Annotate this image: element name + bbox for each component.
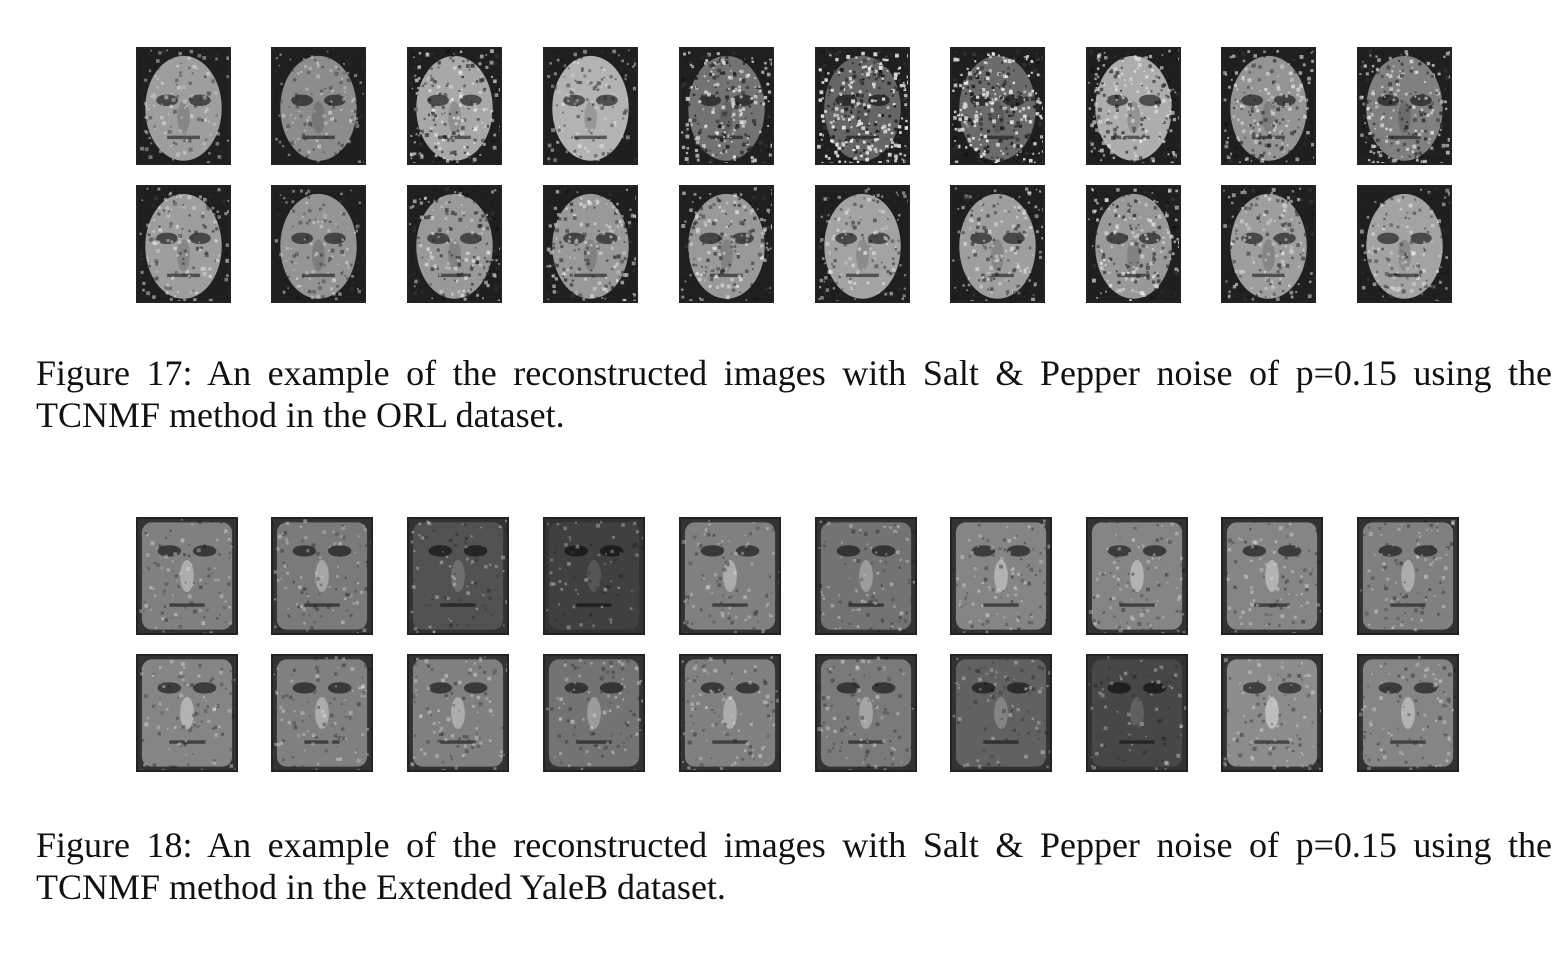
orl-face-2	[273, 49, 364, 163]
face-thumbnail	[271, 517, 373, 635]
yale-face-8	[1088, 519, 1186, 633]
orl-face-17	[952, 187, 1043, 301]
face-thumbnail	[543, 185, 638, 303]
face-grid-row-1	[0, 47, 1568, 167]
face-thumbnail	[679, 185, 774, 303]
face-thumbnail	[136, 185, 231, 303]
orl-face-18	[1088, 187, 1179, 301]
orl-face-20	[1359, 187, 1450, 301]
caption-line-1: Figure 17: An example of the reconstruct…	[36, 353, 1552, 393]
face-thumbnail	[1357, 47, 1452, 165]
yale-face-5	[681, 519, 779, 633]
orl-face-16	[817, 187, 908, 301]
face-thumbnail	[1221, 185, 1316, 303]
yale-face-9	[1223, 519, 1321, 633]
face-thumbnail	[815, 654, 917, 772]
yale-face-15	[681, 656, 779, 770]
face-grid-row-2	[0, 654, 1568, 774]
face-thumbnail	[407, 654, 509, 772]
face-thumbnail	[1221, 47, 1316, 165]
face-thumbnail	[950, 654, 1052, 772]
figure-17-caption: Figure 17: An example of the reconstruct…	[36, 352, 1552, 436]
face-thumbnail	[136, 654, 238, 772]
yale-face-19	[1223, 656, 1321, 770]
face-thumbnail	[1357, 517, 1459, 635]
face-thumbnail	[950, 47, 1045, 165]
yale-face-20	[1359, 656, 1457, 770]
face-thumbnail	[271, 185, 366, 303]
yale-face-2	[273, 519, 371, 633]
yale-face-17	[952, 656, 1050, 770]
face-thumbnail	[1357, 654, 1459, 772]
orl-face-1	[138, 49, 229, 163]
face-thumbnail	[543, 47, 638, 165]
yale-face-14	[545, 656, 643, 770]
caption-line-1: Figure 18: An example of the reconstruct…	[36, 825, 1552, 865]
face-thumbnail	[543, 517, 645, 635]
face-grid-row-2	[0, 185, 1568, 305]
orl-face-15	[681, 187, 772, 301]
yale-face-18	[1088, 656, 1186, 770]
face-thumbnail	[1086, 185, 1181, 303]
face-thumbnail	[136, 47, 231, 165]
yale-face-4	[545, 519, 643, 633]
orl-face-3	[409, 49, 500, 163]
yale-face-11	[138, 656, 236, 770]
yale-face-7	[952, 519, 1050, 633]
face-thumbnail	[1086, 654, 1188, 772]
face-thumbnail	[679, 517, 781, 635]
orl-face-11	[138, 187, 229, 301]
orl-face-4	[545, 49, 636, 163]
yale-face-12	[273, 656, 371, 770]
orl-face-6	[817, 49, 908, 163]
orl-face-12	[273, 187, 364, 301]
yale-face-10	[1359, 519, 1457, 633]
face-thumbnail	[1086, 47, 1181, 165]
orl-face-14	[545, 187, 636, 301]
orl-face-7	[952, 49, 1043, 163]
face-thumbnail	[1221, 517, 1323, 635]
caption-line-2: TCNMF method in the ORL dataset.	[36, 395, 565, 435]
face-thumbnail	[815, 185, 910, 303]
orl-face-5	[681, 49, 772, 163]
face-thumbnail	[271, 47, 366, 165]
caption-line-2: TCNMF method in the Extended YaleB datas…	[36, 867, 726, 907]
face-thumbnail	[271, 654, 373, 772]
face-thumbnail	[136, 517, 238, 635]
face-thumbnail	[679, 47, 774, 165]
yale-face-16	[817, 656, 915, 770]
yale-face-1	[138, 519, 236, 633]
yale-face-3	[409, 519, 507, 633]
orl-face-19	[1223, 187, 1314, 301]
face-thumbnail	[407, 517, 509, 635]
orl-face-9	[1223, 49, 1314, 163]
orl-face-13	[409, 187, 500, 301]
face-thumbnail	[815, 517, 917, 635]
yale-face-6	[817, 519, 915, 633]
orl-face-8	[1088, 49, 1179, 163]
face-thumbnail	[1357, 185, 1452, 303]
face-thumbnail	[543, 654, 645, 772]
face-grid-row-1	[0, 517, 1568, 637]
face-thumbnail	[1086, 517, 1188, 635]
face-thumbnail	[407, 47, 502, 165]
face-thumbnail	[407, 185, 502, 303]
yale-face-13	[409, 656, 507, 770]
face-thumbnail	[815, 47, 910, 165]
figure-18-caption: Figure 18: An example of the reconstruct…	[36, 824, 1552, 908]
face-thumbnail	[1221, 654, 1323, 772]
orl-face-10	[1359, 49, 1450, 163]
face-thumbnail	[679, 654, 781, 772]
face-thumbnail	[950, 517, 1052, 635]
face-thumbnail	[950, 185, 1045, 303]
